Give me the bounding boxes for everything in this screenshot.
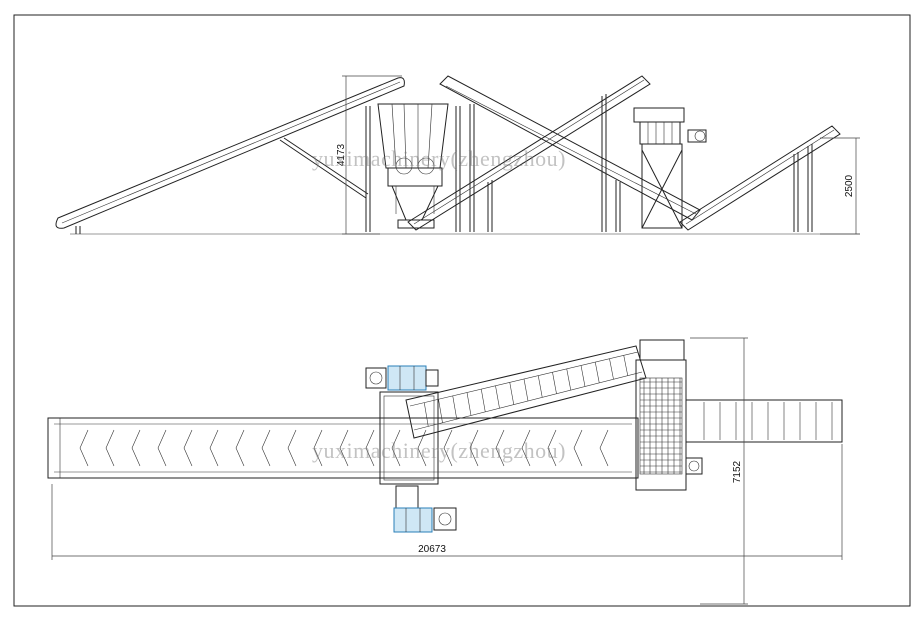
shredder-side [365,103,461,232]
chevron-marks [79,429,609,467]
slat-marks-output [703,402,833,440]
watermark-side: yuximachinery(zhengzhou) [312,146,566,171]
slat-marks [423,355,629,427]
watermark-plan: yuximachinery(zhengzhou) [312,438,566,463]
inclined-conveyor-3 [407,75,651,232]
dimension-overall-width: 7152 [690,337,748,605]
inclined-conveyor-4 [679,125,841,232]
drawing-frame [13,14,911,607]
plan-output-conveyor [685,399,843,443]
side-elevation: 4173 2500 yuximachinery(zhengzhou) [55,75,860,235]
plan-separator [635,339,703,491]
plan-view: 20673 7152 yuximachinery(zhengzhou) [47,337,843,605]
plan-feed-conveyor [47,417,639,479]
inclined-feed-conveyor [55,77,405,234]
dimension-height-right: 2500 [820,137,860,235]
separator-tower-side [633,107,707,229]
inclined-conveyor-2 [439,75,701,232]
dimension-label-4173: 4173 [336,143,347,166]
dimension-overall-length: 20673 [51,444,843,560]
dimension-height-left: 4173 [336,75,402,235]
dimension-label-7152: 7152 [732,460,743,483]
plan-shredder [365,365,457,533]
screen-grid [640,378,682,474]
dimension-label-20673: 20673 [418,544,446,555]
dimension-label-2500: 2500 [844,174,855,197]
